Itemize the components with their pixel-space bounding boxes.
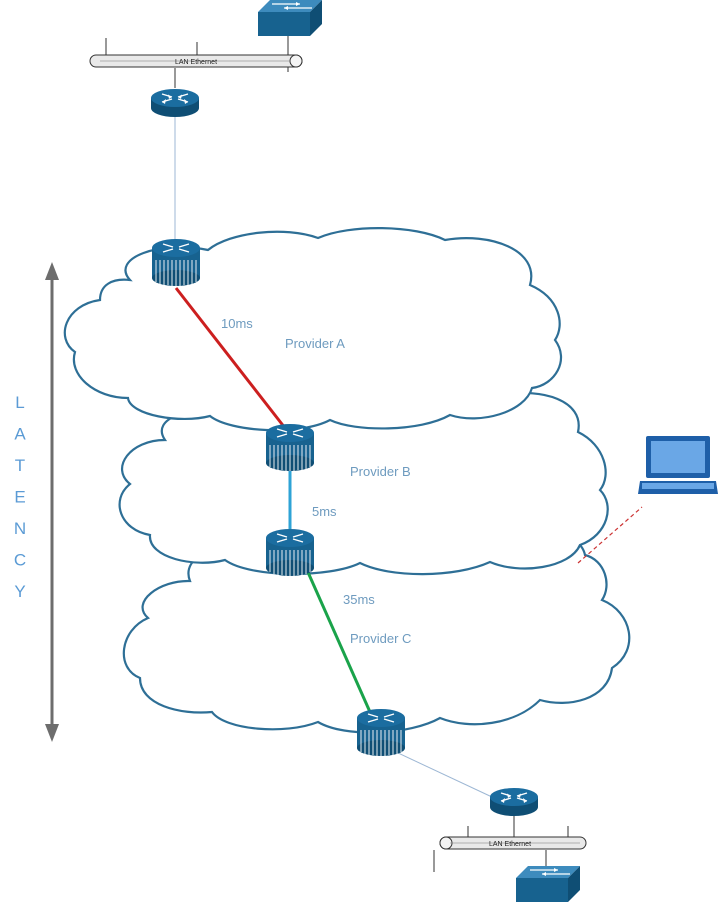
uplink-bottom <box>380 744 493 798</box>
router-icon-provider-c-edge <box>356 708 406 757</box>
link-a-label: 10ms <box>221 316 253 331</box>
router-icon-provider-a-b <box>265 423 315 472</box>
lan-top: LAN Ethernet <box>89 30 303 88</box>
laptop-icon <box>638 436 718 494</box>
link-b-label: 5ms <box>312 504 337 519</box>
provider-c-label: Provider C <box>350 631 411 646</box>
router-icon-provider-b-c <box>265 528 315 577</box>
latency-letter: E <box>14 488 25 507</box>
switch-icon-top <box>257 0 323 37</box>
router-icon-provider-a-edge <box>151 238 201 287</box>
link-c <box>305 569 372 713</box>
switch-icon-bottom <box>515 865 581 902</box>
latency-letter: A <box>14 425 26 444</box>
link-c-label: 35ms <box>343 592 375 607</box>
lan-top-label: LAN Ethernet <box>175 59 217 66</box>
latency-letter: N <box>14 519 26 538</box>
cloud-provider-a <box>63 227 562 432</box>
latency-arrow <box>45 262 59 742</box>
latency-letter: L <box>15 393 24 412</box>
lan-bottom-label: LAN Ethernet <box>489 841 531 848</box>
router-icon-bottom-lan <box>489 787 539 817</box>
router-icon-top-lan <box>150 88 200 118</box>
latency-letter: C <box>14 551 26 570</box>
latency-letter: T <box>15 456 25 475</box>
lan-bottom: LAN Ethernet <box>433 812 587 880</box>
provider-b-label: Provider B <box>350 464 411 479</box>
laptop-link <box>577 506 643 564</box>
link-a <box>174 287 287 429</box>
latency-letter: Y <box>14 582 25 601</box>
provider-a-label: Provider A <box>285 336 345 351</box>
